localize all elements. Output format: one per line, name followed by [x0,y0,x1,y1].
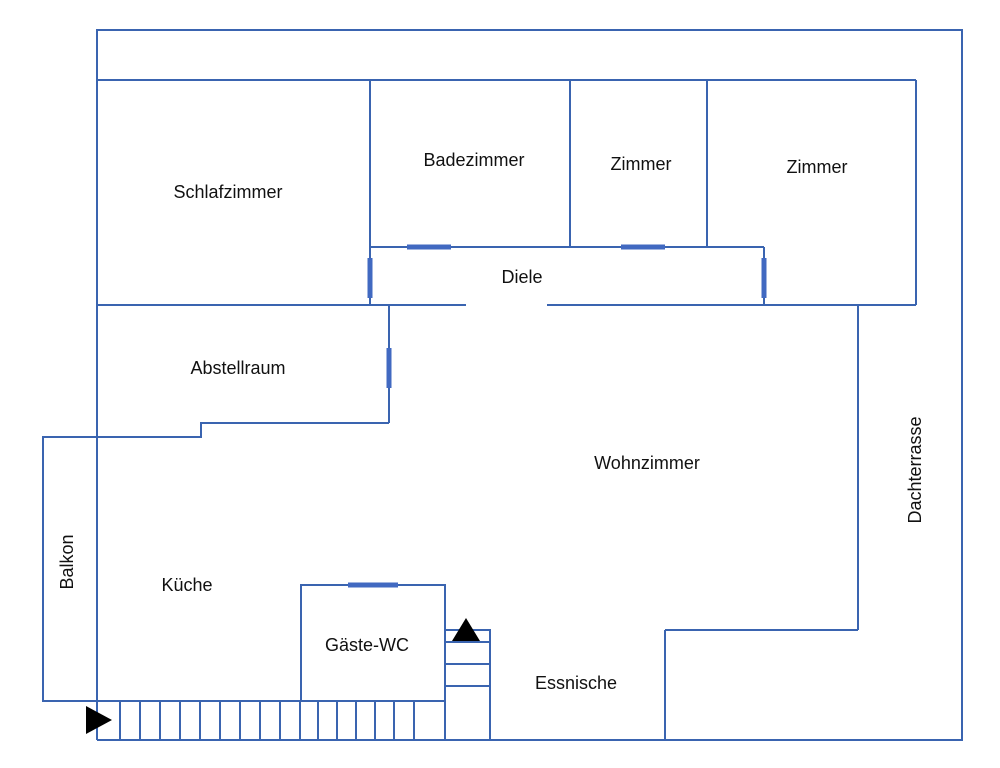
label-schlafzimmer: Schlafzimmer [173,182,282,202]
label-essnische: Essnische [535,673,617,693]
stair-arrow-right-icon [86,706,112,734]
terrace-walls [664,305,859,740]
label-badezimmer: Badezimmer [423,150,524,170]
label-balkon: Balkon [57,534,77,589]
doors [348,244,767,588]
guest-wc-walls [300,584,446,740]
bottom-staircase [97,700,665,741]
label-wohnzimmer: Wohnzimmer [594,453,700,473]
label-dachterrasse: Dachterrasse [905,416,925,523]
label-kueche: Küche [161,575,212,595]
label-diele: Diele [501,267,542,287]
balcony-walls [42,436,97,702]
stair-arrow-up-icon [452,618,480,641]
label-abstellraum: Abstellraum [190,358,285,378]
label-zimmer-1: Zimmer [611,154,672,174]
label-zimmer-2: Zimmer [787,157,848,177]
outer-walls [96,29,963,741]
label-gaeste-wc: Gäste-WC [325,635,409,655]
side-staircase [445,629,491,740]
